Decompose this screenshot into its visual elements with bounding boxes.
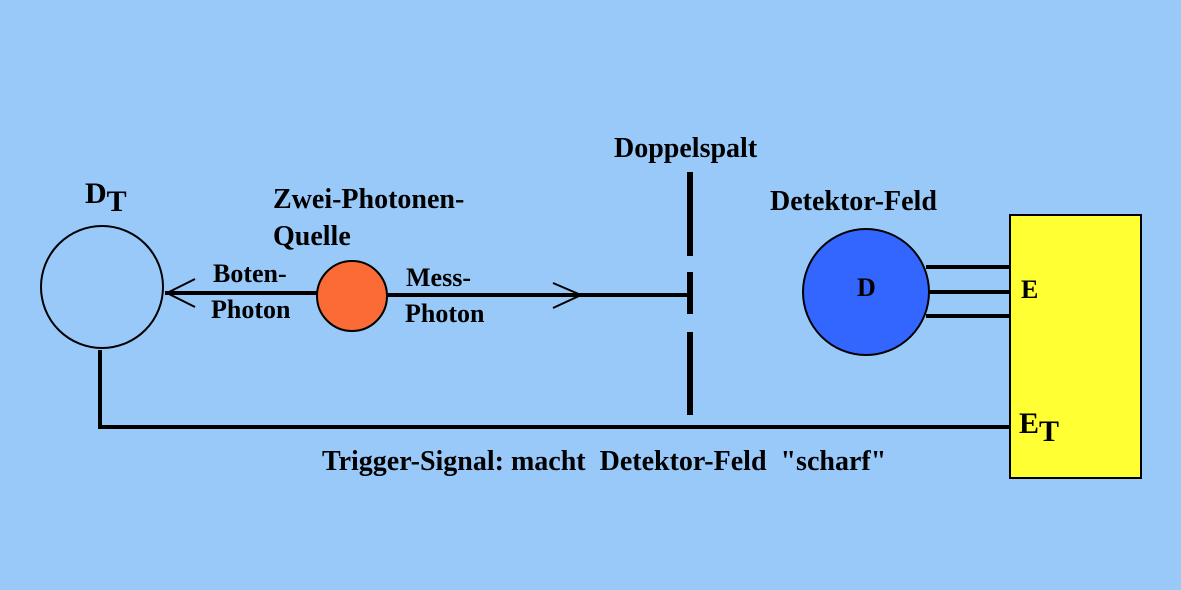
source-title-line1: Zwei-Photonen- xyxy=(273,184,464,215)
messenger-photon-label-line2: Photon xyxy=(211,295,291,324)
trigger-signal-caption: Trigger-Signal: macht Detektor-Feld "sch… xyxy=(322,446,886,477)
measure-photon-label-line1: Mess- xyxy=(406,263,471,292)
detector-field-label: Detektor-Feld xyxy=(770,186,937,217)
source-title-line2: Quelle xyxy=(273,221,351,252)
measure-photon-arrowhead xyxy=(552,282,584,309)
trigger-detector-label: DT xyxy=(85,177,127,218)
measure-photon-label-line2: Photon xyxy=(405,299,485,328)
trigger-detector-label-sub: T xyxy=(107,185,127,218)
electronics-trigger-label-sub: T xyxy=(1039,415,1059,448)
trigger-detector-label-main: D xyxy=(85,177,107,210)
electronics-input-label: E xyxy=(1021,275,1038,304)
double-slit-label: Doppelspalt xyxy=(614,133,758,164)
electronics-box xyxy=(1009,214,1142,479)
messenger-photon-label-line1: Boten- xyxy=(213,259,287,288)
trigger-detector-circle xyxy=(40,225,164,349)
two-photon-source xyxy=(316,260,388,332)
electronics-trigger-label: ET xyxy=(1019,407,1059,448)
electronics-trigger-label-main: E xyxy=(1019,407,1039,440)
messenger-photon-arrowhead xyxy=(164,278,196,308)
trigger-wire xyxy=(98,350,1010,429)
detector-label: D xyxy=(857,273,876,302)
